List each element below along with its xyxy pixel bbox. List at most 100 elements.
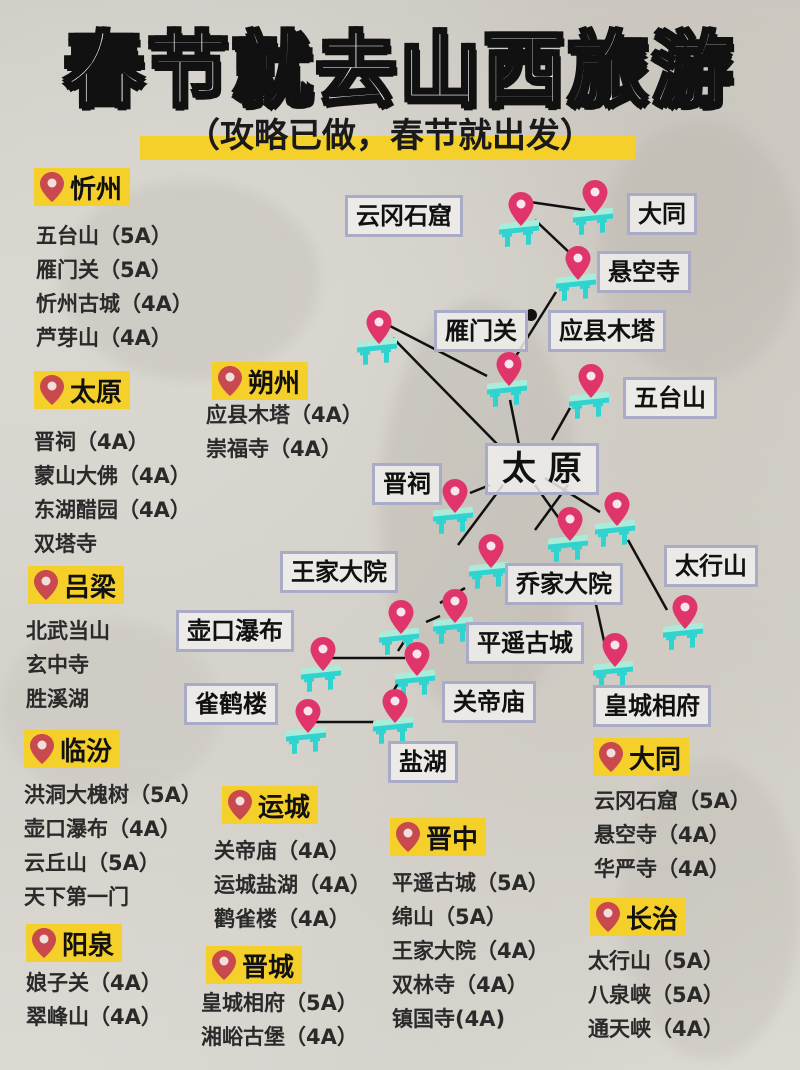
map-location-marker-icon [660,593,706,655]
spot-item: 通天峡（4A） [588,1017,724,1041]
spot-item: 皇城相府（5A） [201,991,358,1015]
map-location-marker-icon [484,350,530,412]
map-location-marker-icon [370,687,416,749]
location-pin-icon [596,902,620,932]
map-label-wutai: 五台山 [623,377,717,419]
city-spots-lvliang: 北武当山 玄中寺 胜溪湖 [26,614,110,716]
spot-item: 北武当山 [26,619,110,643]
spot-item: 忻州古城（4A） [36,292,193,316]
location-pin-icon [40,375,64,405]
spot-item: 平遥古城（5A） [392,871,549,895]
spot-item: 镇国寺(4A) [392,1007,506,1031]
spot-item: 双林寺（4A） [392,973,528,997]
city-name: 吕梁 [64,572,117,603]
spot-item: 王家大院（4A） [392,939,549,963]
map-location-marker-icon [283,697,329,759]
city-header-shuozhou: 朔州 [212,362,309,400]
city-spots-yangquan: 娘子关（4A） 翠峰山（4A） [26,966,162,1034]
city-header-linfen: 临汾 [24,730,121,768]
city-spots-jincheng: 皇城相府（5A） 湘峪古堡（4A） [201,986,358,1054]
page-title: 春节就去山西旅游 [63,23,736,119]
spot-item: 翠峰山（4A） [26,1005,162,1029]
map-label-yungang: 云冈石窟 [345,195,463,237]
map-location-marker-icon [592,490,638,552]
spot-item: 鹳雀楼（4A） [214,907,350,931]
map-location-marker-icon [376,598,422,660]
map-location-marker-icon [354,308,400,370]
city-name: 太原 [70,377,123,408]
map-location-marker-icon [430,587,476,649]
spot-item: 云丘山（5A） [24,851,160,875]
spot-item: 八泉峡（5A） [588,983,724,1007]
spot-item: 关帝庙（4A） [214,839,350,863]
city-header-lvliang: 吕梁 [28,566,125,604]
spot-item: 娘子关（4A） [26,971,162,995]
subtitle-block: （攻略已做，春节就出发） [140,108,640,164]
spot-item: 玄中寺 [26,653,89,677]
spot-item: 云冈石窟（5A） [594,789,751,813]
spot-item: 崇福寺（4A） [206,437,342,461]
spot-item: 华严寺（4A） [594,857,730,881]
city-name: 晋城 [242,952,295,983]
city-name: 大同 [629,744,682,775]
spot-item: 壶口瀑布（4A） [24,817,181,841]
city-spots-xinzhou: 五台山（5A） 雁门关（5A） 忻州古城（4A） 芦芽山（4A） [36,219,193,355]
map-label-yingxian: 应县木塔 [548,310,666,352]
city-header-yangquan: 阳泉 [26,924,123,962]
map-location-marker-icon [466,532,512,594]
city-header-jincheng: 晋城 [206,946,303,984]
location-pin-icon [396,822,420,852]
map-label-queque: 雀鹤楼 [184,683,278,725]
spot-item: 蒙山大佛（4A） [34,464,191,488]
subtitle: （攻略已做，春节就出发） [186,116,594,156]
map-label-huangcheng: 皇城相府 [593,685,711,727]
map-location-marker-icon [553,244,599,306]
location-pin-icon [40,172,64,202]
city-name: 临汾 [60,736,113,767]
city-spots-datong: 云冈石窟（5A） 悬空寺（4A） 华严寺（4A） [594,784,751,886]
city-spots-linfen: 洪洞大槐树（5A） 壶口瀑布（4A） 云丘山（5A） 天下第一门 [24,778,202,914]
spot-item: 洪洞大槐树（5A） [24,783,202,807]
city-name: 忻州 [70,174,123,205]
city-header-datong: 大同 [593,738,690,776]
city-spots-taiyuan: 晋祠（4A） 蒙山大佛（4A） 东湖醋园（4A） 双塔寺 [34,425,191,561]
map-location-marker-icon [545,505,591,567]
location-pin-icon [599,742,623,772]
map-label-hukou: 壶口瀑布 [176,610,294,652]
subtitle-highlight [140,136,635,160]
spot-item: 雁门关（5A） [36,258,172,282]
map-location-marker-icon [496,190,542,252]
location-pin-icon [30,734,54,764]
spot-item: 绵山（5A） [392,905,507,929]
spot-item: 芦芽山（4A） [36,326,172,350]
map-location-marker-icon [590,631,636,693]
location-pin-icon [32,928,56,958]
city-name: 运城 [258,792,311,823]
city-name: 长治 [626,904,679,935]
city-header-yuncheng: 运城 [222,786,319,824]
city-spots-jinzhong: 平遥古城（5A） 绵山（5A） 王家大院（4A） 双林寺（4A） 镇国寺(4A) [392,866,549,1036]
spot-item: 天下第一门 [24,885,129,909]
spot-item: 双塔寺 [34,532,97,556]
spot-item: 晋祠（4A） [34,430,149,454]
spot-item: 悬空寺（4A） [594,823,730,847]
map-label-yanhu: 盐湖 [388,741,458,783]
map-location-marker-icon [298,635,344,697]
map-label-pingyao: 平遥古城 [466,622,584,664]
map-label-taiyuan: 太 原 [485,443,599,495]
city-header-taiyuan: 太原 [34,371,131,409]
spot-item: 五台山（5A） [36,224,172,248]
spot-item: 运城盐湖（4A） [214,873,371,897]
spot-item: 应县木塔（4A） [206,403,363,427]
map-label-qiaojia: 乔家大院 [505,563,623,605]
spot-item: 湘峪古堡（4A） [201,1025,358,1049]
city-name: 阳泉 [62,930,115,961]
city-header-jinzhong: 晋中 [390,818,487,856]
location-pin-icon [218,366,242,396]
location-pin-icon [34,570,58,600]
city-name: 晋中 [426,824,479,855]
map-label-guandi: 关帝庙 [442,681,536,723]
city-header-changzhi: 长治 [590,898,687,936]
location-pin-icon [228,790,252,820]
